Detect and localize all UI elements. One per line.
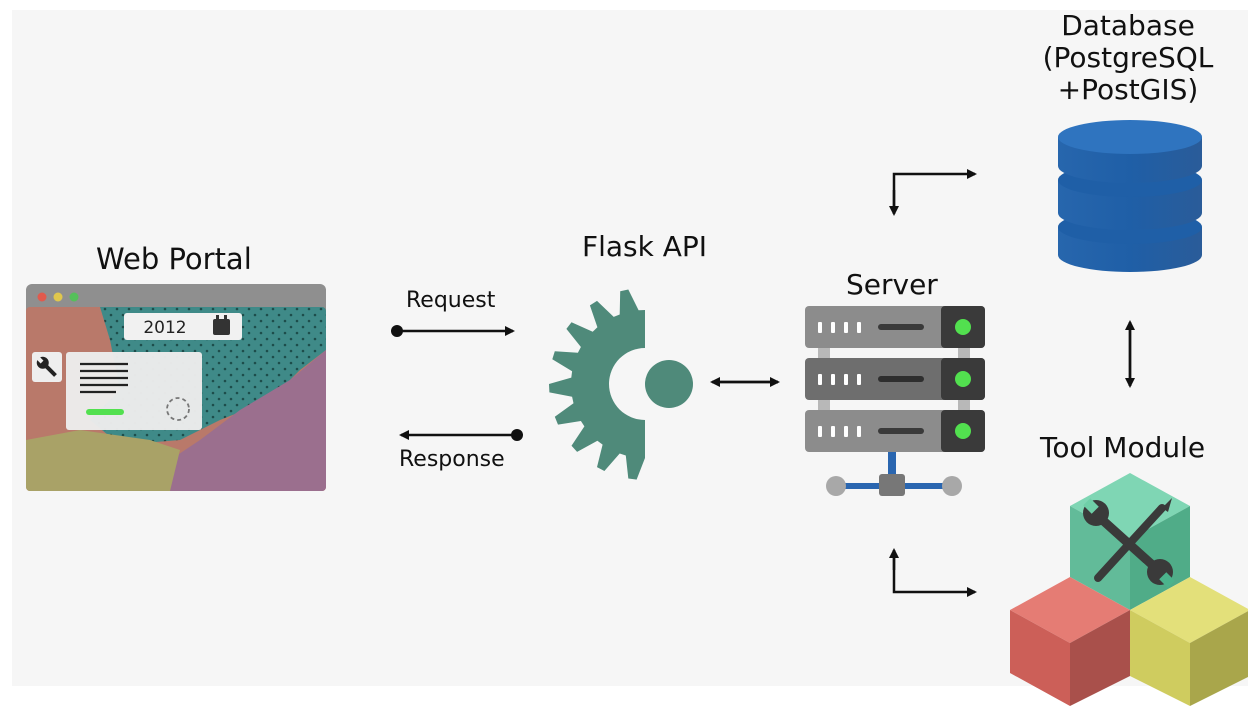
web-portal-label: Web Portal bbox=[96, 242, 252, 276]
request-label: Request bbox=[406, 288, 496, 313]
server-unit-2 bbox=[805, 358, 985, 400]
window-minimize-dot bbox=[53, 292, 63, 302]
gear-hub bbox=[645, 360, 693, 408]
window-close-dot bbox=[37, 292, 47, 302]
server-unit-1 bbox=[805, 306, 985, 348]
response-arrow bbox=[399, 429, 523, 441]
tool-module-label: Tool Module bbox=[1040, 431, 1206, 464]
web-portal-illustration: 2012 bbox=[26, 284, 326, 491]
server-label: Server bbox=[846, 268, 938, 301]
text-lines-icon bbox=[80, 362, 128, 394]
server-database-arrow bbox=[889, 169, 977, 216]
year-field[interactable] bbox=[124, 313, 242, 340]
tool-module-icon bbox=[1010, 473, 1248, 706]
database-label-line-3: +PostGIS) bbox=[1057, 73, 1199, 106]
loading-spinner-icon bbox=[166, 397, 190, 421]
window-maximize-dot bbox=[69, 292, 79, 302]
database-label-line-1: Database bbox=[1061, 9, 1195, 42]
wrench-icon bbox=[35, 355, 57, 377]
year-value: 2012 bbox=[143, 318, 186, 338]
calendar-icon[interactable] bbox=[213, 315, 230, 335]
gear-icon bbox=[549, 289, 693, 480]
progress-bar bbox=[86, 409, 124, 415]
server-tool-arrow bbox=[889, 548, 977, 597]
database-label: Database (PostgreSQL +PostGIS) bbox=[1036, 10, 1220, 106]
request-arrow bbox=[391, 325, 515, 337]
wrench-screwdriver-icon bbox=[1083, 498, 1175, 588]
server-unit-3 bbox=[805, 410, 985, 452]
database-label-line-2: (PostgreSQL bbox=[1042, 41, 1214, 74]
server-icon bbox=[805, 306, 985, 496]
flask-api-label: Flask API bbox=[582, 230, 708, 263]
database-icon bbox=[1058, 120, 1202, 272]
response-label: Response bbox=[399, 447, 505, 472]
